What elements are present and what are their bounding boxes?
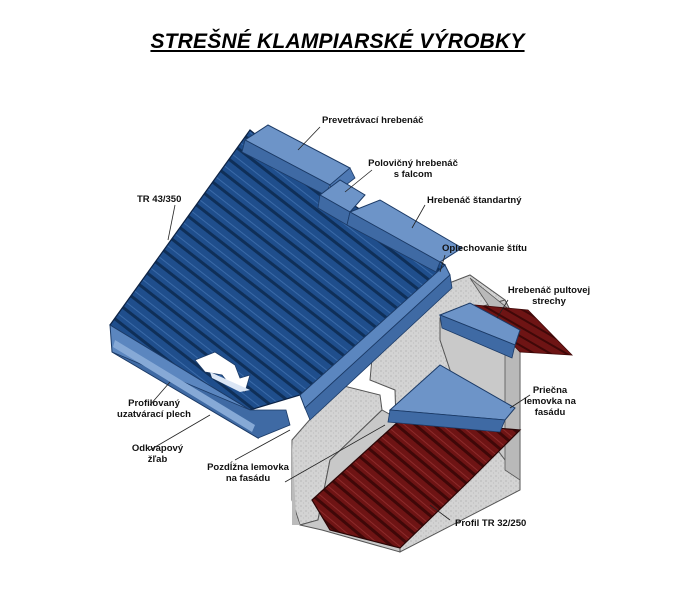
label-polovicny-hrebenac: Polovičný hrebenáč s falcom xyxy=(368,158,458,180)
label-priecna-line1: Priečna xyxy=(532,385,568,396)
leader-lines xyxy=(149,126,531,521)
gable-flashing xyxy=(299,264,453,421)
label-profilovany-line1: Profilovaný xyxy=(128,398,180,409)
label-hrebenac-pultovej-line2: strechy xyxy=(532,296,566,307)
label-pozdlzna-lemovka: Pozdĺžna lemovka na fasádu xyxy=(198,462,298,484)
label-odkvapovy-line1: Odkvapový xyxy=(131,443,184,454)
eaves-gutter xyxy=(109,324,291,440)
label-prevetravaci-hrebenac: Prevetrávací hrebenáč xyxy=(322,115,424,126)
label-profil-tr32: Profil TR 32/250 xyxy=(455,518,527,529)
label-profilovany-line2: uzatvárací plech xyxy=(117,409,191,420)
label-hrebenac-pultovej: Hrebenáč pultovej strechy xyxy=(504,285,594,307)
label-polovicny-hrebenac-line2: s falcom xyxy=(393,169,433,180)
transverse-facade-flashing xyxy=(387,364,516,433)
label-hrebenac-pultovej-line1: Hrebenáč pultovej xyxy=(507,285,591,296)
label-polovicny-hrebenac-line1: Polovičný hrebenáč xyxy=(368,158,458,169)
standard-ridge xyxy=(346,199,463,273)
label-odkvapovy-zlab: Odkvapový žľab xyxy=(120,443,195,465)
label-pozdlzna-line2: na fasádu xyxy=(225,473,271,484)
label-tr43: TR 43/350 xyxy=(137,194,182,205)
label-odkvapovy-line2: žľab xyxy=(147,454,168,465)
label-profilovany: Profilovaný uzatvárací plech xyxy=(104,398,204,420)
mono-pitch-ridge xyxy=(438,302,574,359)
label-priecna-line2: lemovka na xyxy=(524,396,576,407)
label-priecna-lemovka: Priečna lemovka na fasádu xyxy=(520,385,580,418)
label-pozdlzna-line1: Pozdĺžna lemovka xyxy=(207,462,289,473)
label-hrebenac-standartny: Hrebenáč štandartný xyxy=(427,195,522,206)
label-oplechovanie-stitu: Oplechovanie štítu xyxy=(442,243,527,254)
page-title: STREŠNÉ KLAMPIARSKÉ VÝROBKY xyxy=(150,30,525,53)
label-priecna-line3: fasádu xyxy=(534,407,566,418)
